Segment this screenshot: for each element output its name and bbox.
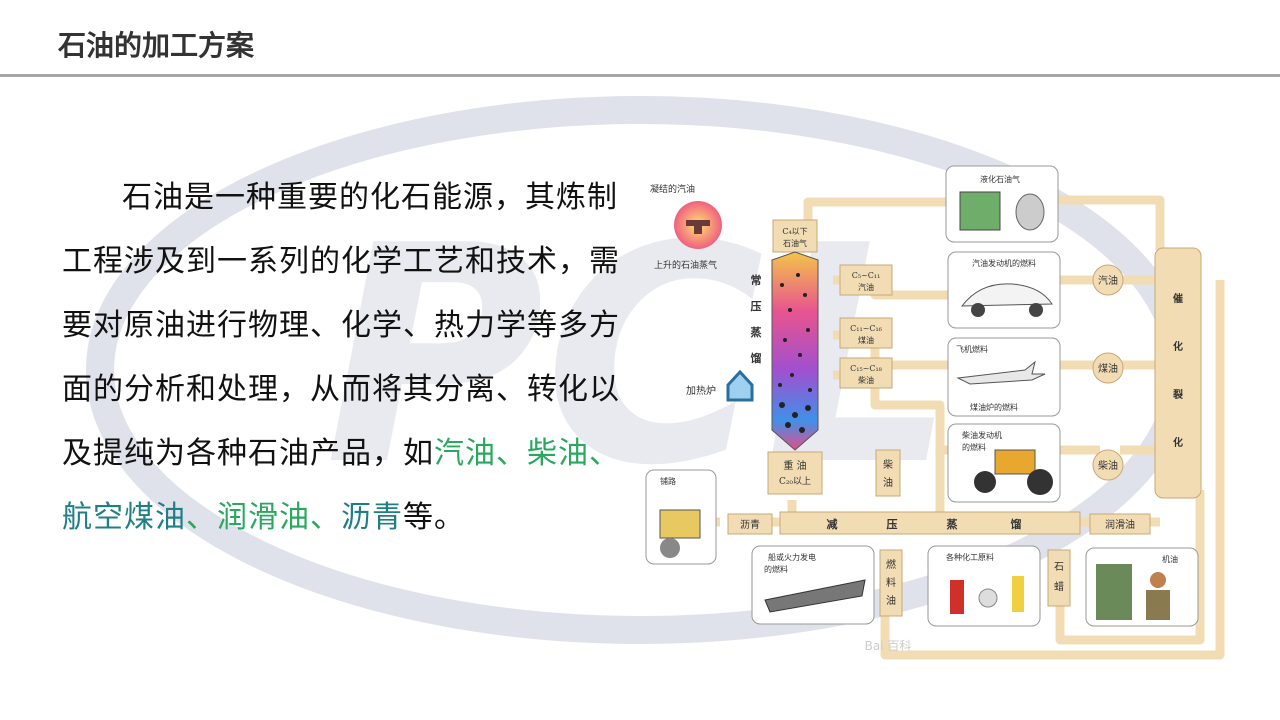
svg-text:C₁₅~C₁₈: C₁₅~C₁₈ xyxy=(850,364,882,373)
svg-text:减: 减 xyxy=(827,517,838,531)
c4-top: C₄以下 xyxy=(782,227,807,236)
vacuum-distillation xyxy=(779,511,1081,535)
svg-text:煤油: 煤油 xyxy=(1098,362,1118,375)
rising-vapor-label: 上升的石油蒸气 xyxy=(654,259,717,271)
body-paragraph: 石油是一种重要的化石能源，其炼制工程涉及到一系列的化学工艺和技术，需要对原油进行… xyxy=(62,166,622,550)
svg-text:油: 油 xyxy=(886,594,896,607)
svg-text:重 油: 重 油 xyxy=(783,459,806,472)
svg-text:C₁₁~C₁₆: C₁₁~C₁₆ xyxy=(850,324,882,333)
condensed-gasoline-label: 凝结的汽油 xyxy=(650,183,695,195)
body-tail: 等。 xyxy=(403,500,465,535)
diesel-node xyxy=(1092,449,1124,481)
svg-text:各种化工原料: 各种化工原料 xyxy=(946,552,994,562)
product-sep: 、 xyxy=(186,500,217,535)
product-sep: 、 xyxy=(496,436,527,471)
refining-diagram: 凝结的汽油 上升的石油蒸气 C₄以下 石油气 常 压 蒸 馏 加热炉 C₅~C₁… xyxy=(645,165,1225,660)
svg-text:船或火力发电: 船或火力发电 xyxy=(768,552,816,562)
title-divider xyxy=(0,74,1280,77)
svg-text:机油: 机油 xyxy=(1162,554,1178,564)
svg-text:燃: 燃 xyxy=(886,558,896,571)
product-sep: 、 xyxy=(310,500,341,535)
heavy-oil-box xyxy=(767,451,823,495)
svg-text:裂: 裂 xyxy=(1172,388,1183,401)
cut-diesel-box xyxy=(839,357,893,389)
product-jet-fuel: 航空煤油 xyxy=(62,500,186,535)
svg-text:馏: 馏 xyxy=(1011,517,1022,531)
column-char: 蒸 xyxy=(751,325,762,339)
svg-text:的燃料: 的燃料 xyxy=(764,564,788,574)
svg-text:压: 压 xyxy=(887,517,898,531)
lube-label: 润滑油 xyxy=(1105,518,1135,531)
furnace-icon xyxy=(726,369,754,402)
source-watermark: Bai 百科 xyxy=(865,639,912,653)
svg-text:蒸: 蒸 xyxy=(947,517,958,531)
svg-text:油: 油 xyxy=(883,476,893,489)
svg-text:化: 化 xyxy=(1173,340,1183,353)
product-sep: 、 xyxy=(589,436,620,471)
svg-text:石: 石 xyxy=(1054,562,1064,573)
product-lube-oil: 润滑油 xyxy=(217,500,310,535)
svg-text:飞机燃料: 飞机燃料 xyxy=(956,344,988,354)
column-char: 常 xyxy=(751,273,762,287)
svg-text:C₅~C₁₁: C₅~C₁₁ xyxy=(852,271,881,280)
watermark-text: PCL xyxy=(324,182,955,531)
svg-text:的燃料: 的燃料 xyxy=(962,442,986,452)
svg-text:蜡: 蜡 xyxy=(1054,581,1064,593)
product-asphalt: 沥青 xyxy=(341,500,403,535)
svg-text:柴油: 柴油 xyxy=(1098,459,1118,472)
column-char: 压 xyxy=(751,299,762,313)
svg-text:料: 料 xyxy=(886,576,896,589)
column-char: 馏 xyxy=(751,351,762,365)
svg-text:汽油: 汽油 xyxy=(1098,274,1118,287)
page-title: 石油的加工方案 xyxy=(58,29,255,62)
svg-text:柴油: 柴油 xyxy=(858,375,874,385)
asphalt-label: 沥青 xyxy=(740,518,760,531)
c4-bottom: 石油气 xyxy=(783,238,807,248)
product-gasoline: 汽油 xyxy=(434,436,496,471)
body-intro: 石油是一种重要的化石能源，其炼制工程涉及到一系列的化学工艺和技术，需要对原油进行… xyxy=(62,180,620,471)
product-diesel: 柴油 xyxy=(527,436,589,471)
kerosene-node xyxy=(1092,352,1124,384)
furnace-label: 加热炉 xyxy=(686,384,716,397)
distillation-column xyxy=(771,251,819,451)
cut-kerosene-box xyxy=(839,317,893,349)
svg-text:化: 化 xyxy=(1173,436,1183,449)
svg-text:汽油发动机的燃料: 汽油发动机的燃料 xyxy=(972,258,1036,268)
svg-text:柴: 柴 xyxy=(883,458,893,471)
svg-text:C₂₀以上: C₂₀以上 xyxy=(779,476,811,487)
svg-text:汽油: 汽油 xyxy=(858,282,874,292)
cut-gasoline-box xyxy=(839,264,893,296)
svg-text:催: 催 xyxy=(1173,292,1183,305)
svg-text:液化石油气: 液化石油气 xyxy=(980,174,1020,184)
svg-text:铺路: 铺路 xyxy=(660,476,676,486)
cracking-unit xyxy=(1154,247,1202,499)
svg-text:煤油: 煤油 xyxy=(858,335,874,345)
svg-text:柴油发动机: 柴油发动机 xyxy=(962,430,1002,440)
svg-text:煤油炉的燃料: 煤油炉的燃料 xyxy=(970,402,1018,412)
gasoline-node xyxy=(1092,264,1124,296)
